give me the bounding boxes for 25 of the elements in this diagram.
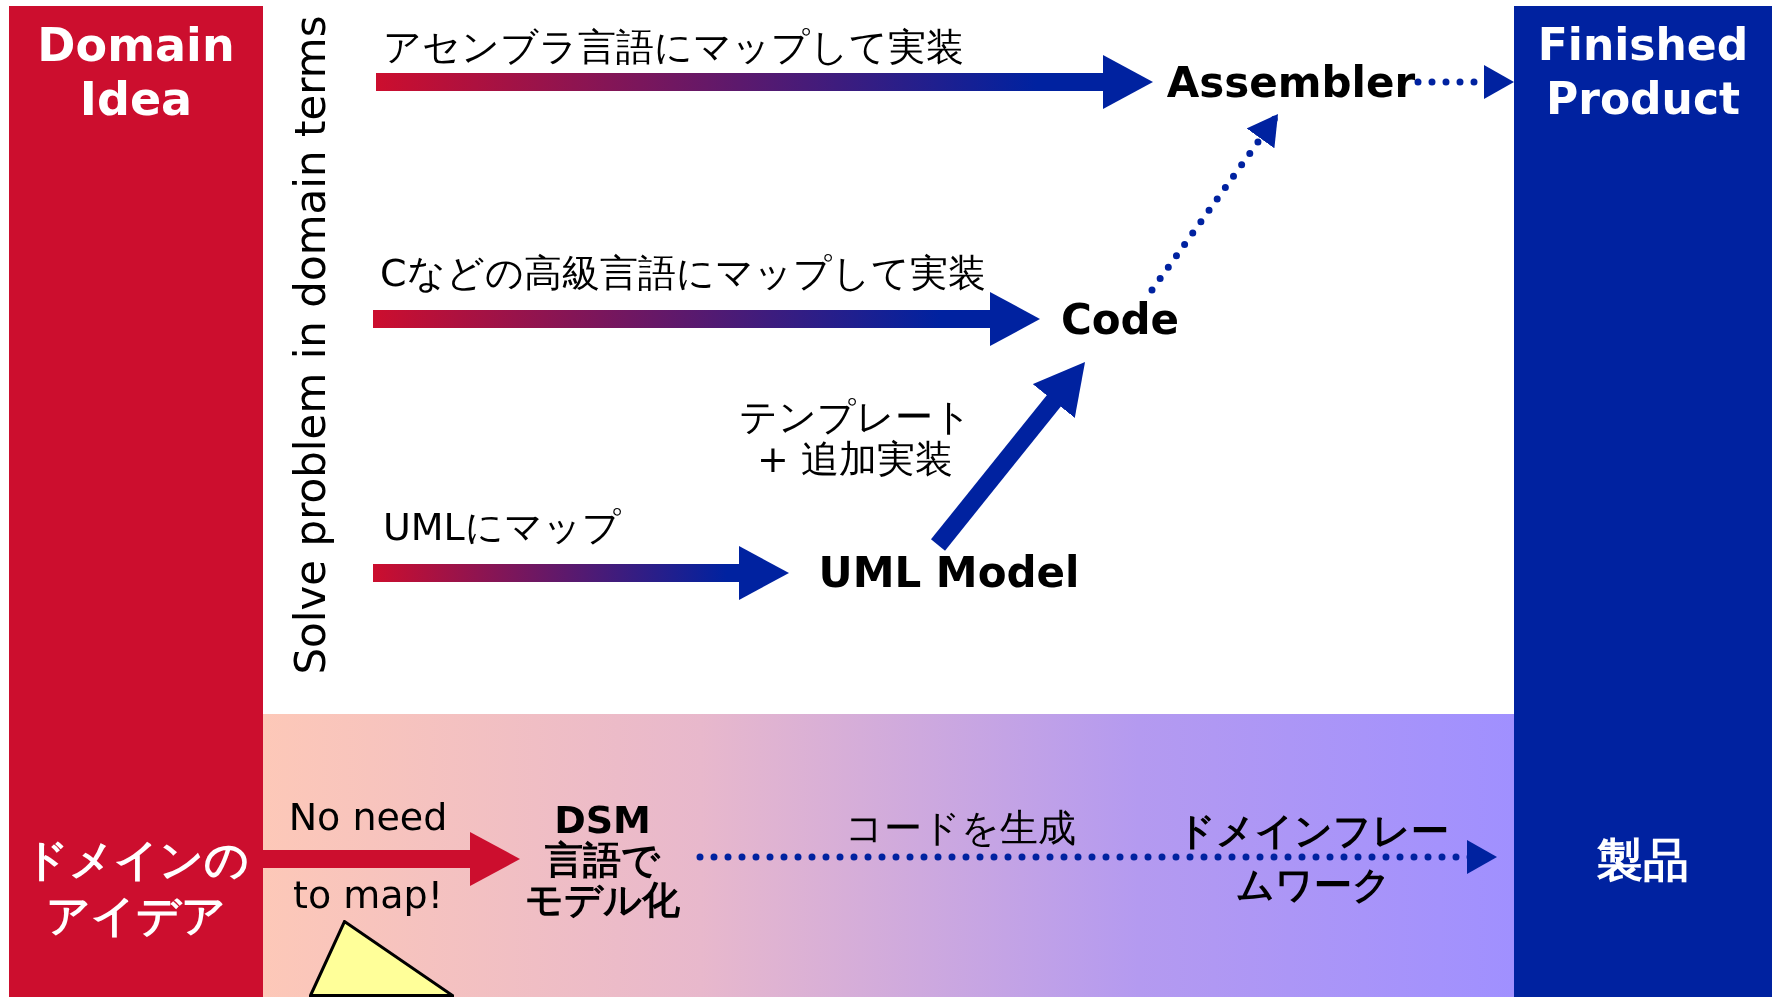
- stage-label: Assembler: [1166, 55, 1416, 110]
- triangle-shape: [309, 920, 454, 997]
- side-panel: [1514, 6, 1772, 997]
- stage-label: UML Model: [818, 545, 1080, 600]
- edge-label: UMLにマップ: [383, 504, 622, 550]
- panel-text: ドメインのアイデア: [22, 833, 250, 943]
- edge-label: コードを生成: [845, 805, 1077, 851]
- panel-heading: Domain Idea: [36, 18, 236, 126]
- thick-arrow: [931, 362, 1086, 551]
- panel-text: 製品: [1596, 832, 1690, 888]
- panel-heading: Finished Product: [1536, 18, 1750, 126]
- edge-label: No need to map!: [287, 794, 449, 919]
- thick-arrow: [263, 832, 520, 886]
- thick-arrow: [376, 55, 1153, 109]
- gradient-band: [263, 714, 1514, 997]
- thick-arrow: [373, 292, 1040, 346]
- edge-label: テンプレート + 追加実装: [737, 396, 973, 480]
- text-label: ドメインフレームワーク: [1176, 808, 1450, 909]
- side-panel: [9, 6, 263, 997]
- stage-label: DSM 言語でモデル化: [510, 800, 695, 930]
- stage-label: Code: [1058, 292, 1182, 347]
- thick-arrow: [373, 546, 789, 600]
- edge-label: Cなどの高級言語にマップして実装: [380, 250, 987, 296]
- edge-label: アセンブラ言語にマップして実装: [383, 24, 965, 70]
- vertical-label: Solve problem in domain terms: [289, 15, 333, 675]
